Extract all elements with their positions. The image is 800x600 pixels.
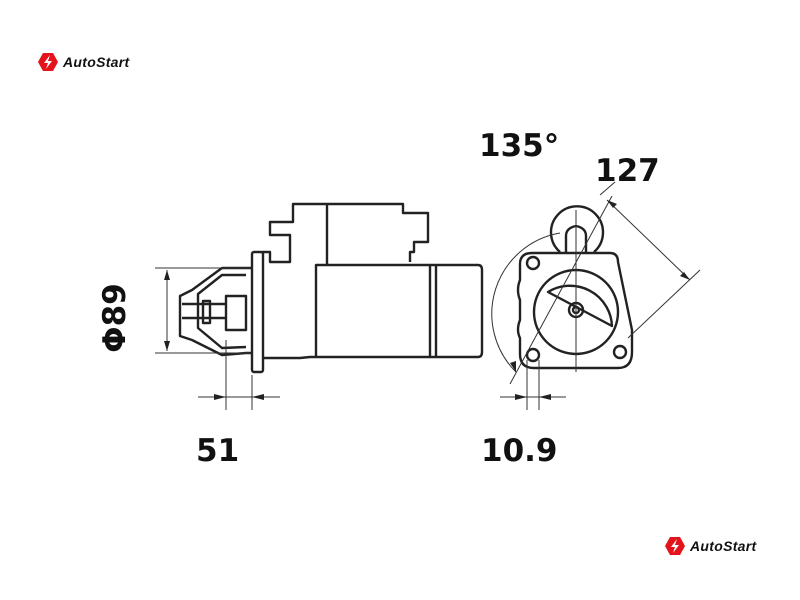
solenoid-outline	[268, 202, 430, 262]
width-label: 127	[595, 153, 660, 189]
end-view	[491, 181, 701, 410]
end-cap	[430, 263, 484, 359]
mount-hole	[612, 344, 628, 360]
flange-offset-label: 51	[196, 433, 240, 469]
hole-spacing-label: 10.9	[481, 433, 558, 469]
solenoid-lug	[549, 205, 605, 253]
pinion	[224, 294, 248, 332]
mounting-plate	[516, 251, 634, 370]
brand-name: AutoStart	[690, 538, 757, 554]
logo-icon	[665, 537, 685, 555]
brand-logo-bottom: AutoStart	[664, 536, 756, 556]
diameter-label: Φ89	[96, 283, 133, 353]
motor-body	[314, 263, 432, 359]
logo-icon	[38, 53, 58, 71]
brand-logo-top: AutoStart	[37, 52, 129, 72]
mounting-flange	[250, 250, 265, 374]
brand-name: AutoStart	[63, 54, 130, 70]
angle-label: 135°	[479, 128, 560, 164]
mount-hole	[525, 255, 541, 271]
side-view	[155, 202, 484, 410]
mount-hole	[525, 347, 541, 363]
